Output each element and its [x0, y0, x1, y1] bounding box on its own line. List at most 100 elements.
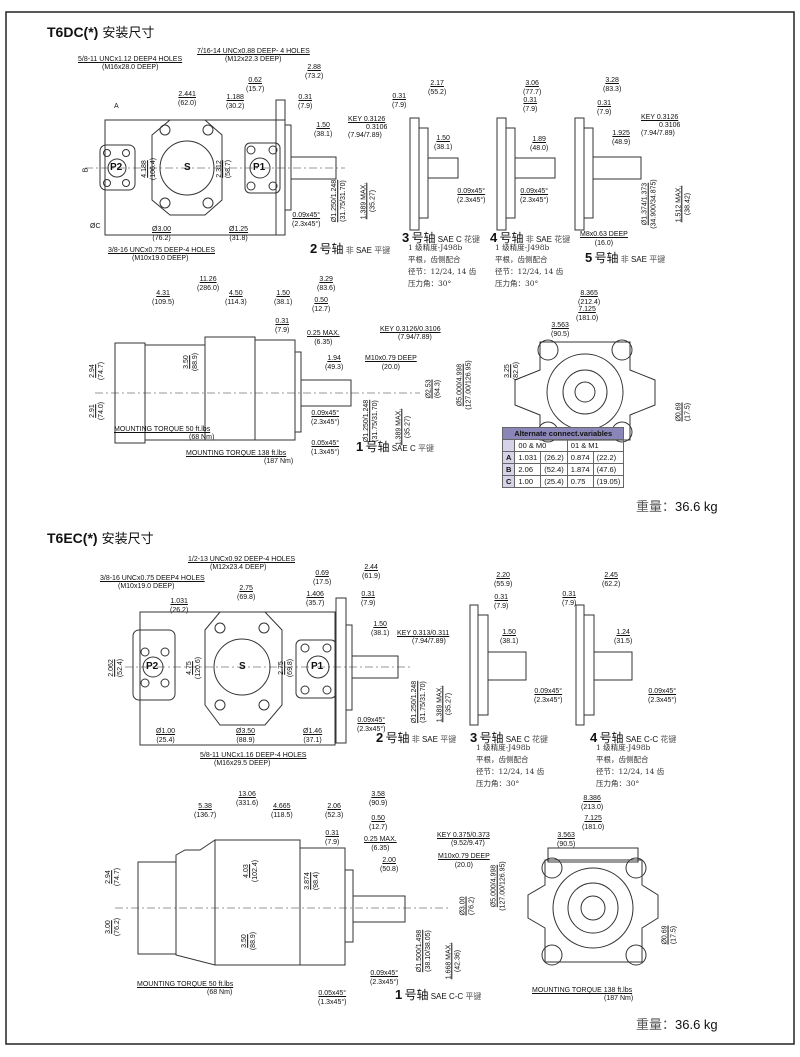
dimension: Ø1.500/1.498(38.10/38.05)	[416, 929, 433, 973]
dimension: 1.389 MAX.(35.27)	[436, 685, 453, 723]
dimension: 2.44(61.9)	[362, 564, 381, 580]
dimension: 0.31(7.9)	[597, 100, 612, 116]
dimension: 4.50(114.3)	[225, 290, 247, 306]
shaft-caption: 3 号轴 SAE C 花键	[402, 230, 480, 245]
t6ec-top-view	[125, 597, 410, 746]
dimension: 0.09x45°(2.3x45°)	[520, 188, 549, 204]
dimension: 2.20(55.9)	[494, 572, 513, 588]
dimension: 2.88(73.2)	[305, 64, 324, 80]
dimension: 7.125(181.0)	[576, 306, 599, 322]
dimension: Ø1.46(37.1)	[303, 728, 323, 744]
dimension: 0.69(17.5)	[313, 570, 332, 586]
dimension: 8.386(213.0)	[581, 795, 604, 811]
dimension: Ø5.000/4.998(127.00/126.95)	[490, 861, 507, 911]
dimension: 2.91(74.0)	[89, 401, 106, 421]
dimension: 0.31(7.9)	[361, 591, 376, 607]
dimension: Ø5.000/4.998(127.00/126.95)	[456, 360, 473, 410]
dimension: 1.188(30.2)	[226, 94, 245, 110]
dimension: Ø3.00(76.2)	[152, 226, 172, 242]
dimension: Ø0.69(17.5)	[661, 925, 678, 945]
section-title-t6dc: T6DC(*)安装尺寸	[47, 22, 154, 41]
dimension: Ø1.250/1.248(31.75/31.70)	[363, 399, 380, 443]
shaft-caption: 2 号轴 非 SAE 平键	[376, 730, 457, 745]
dimension: M8x0.63 DEEP(16.0)	[580, 231, 628, 247]
dimension: 0.50(12.7)	[369, 815, 388, 831]
port-p1: P1	[311, 661, 324, 672]
shaft-caption: 4 号轴 SAE C-C 花键	[590, 730, 677, 745]
dimension: Ø1.250/1.248(31.75/31.70)	[331, 179, 348, 223]
dimension: M10x0.79 DEEP(20.0)	[438, 853, 490, 869]
dimension: 0.31(7.9)	[523, 97, 538, 113]
dimension: 0.50(12.7)	[312, 297, 331, 313]
key-note: KEY 0.375/0.373(9.52/9.47)	[437, 832, 490, 847]
port-p2: P2	[146, 661, 159, 672]
dimension: 4.03(102.4)	[243, 859, 260, 883]
t6dc-side-view	[95, 336, 420, 444]
dimension: 1.50(38.1)	[434, 135, 453, 151]
dimension: 0.09x45°(2.3x45°)	[648, 688, 677, 704]
dimension: 11.26(286.0)	[197, 276, 220, 292]
title-suffix: 安装尺寸	[101, 532, 154, 547]
dimension: 0.25 MAX.(6.35)	[364, 836, 397, 852]
table-title: Alternate connect.variables	[501, 427, 625, 440]
section-title-t6ec: T6EC(*)安装尺寸	[47, 528, 154, 547]
dimension: 0.09x45°(2.3x45°)	[534, 688, 563, 704]
dimension: 2.75(69.8)	[278, 658, 295, 678]
dimension: 1.94(49.3)	[325, 355, 344, 371]
hole-note: 3/8-16 UNCx0.75 DEEP4 HOLES(M10x19.0 DEE…	[100, 575, 205, 590]
hole-note: 3/8-16 UNCx0.75 DEEP-4 HOLES(M10x19.0 DE…	[108, 247, 215, 262]
dimension: 2.312(58.7)	[216, 159, 233, 179]
dimension: 1.50(38.1)	[314, 122, 333, 138]
label-a: A	[114, 103, 119, 110]
dimension: 3.00(76.2)	[105, 917, 122, 937]
hole-note: 7/16-14 UNCx0.88 DEEP- 4 HOLES(M12x22.3 …	[197, 48, 310, 63]
dimension: 2.17(55.2)	[428, 80, 447, 96]
dimension: 0.05x45°(1.3x45°)	[311, 440, 340, 456]
dimension: 0.62(15.7)	[246, 77, 265, 93]
dimension: 2.00(50.8)	[380, 857, 399, 873]
dimension: 0.09x45°(2.3x45°)	[457, 188, 486, 204]
dimension: 2.94(74.7)	[89, 361, 106, 381]
shaft-caption: 1 号轴 SAE C-C 平键	[395, 987, 482, 1002]
shaft-caption: 1 号轴 SAE C 平键	[356, 439, 434, 454]
label-c: ØC	[90, 223, 101, 230]
dimension: 3.28(83.3)	[603, 77, 622, 93]
key-note: KEY 0.313/0.311(7.94/7.89)	[397, 630, 450, 645]
dimension: 1.50(38.1)	[274, 290, 293, 306]
dimension: 13.06(331.6)	[236, 791, 259, 807]
dimension: 2.94(74.7)	[105, 867, 122, 887]
model-code: T6DC(*)	[47, 24, 99, 40]
dimension: 0.05x45°(1.3x45°)	[318, 990, 347, 1006]
dimension: 2.45(62.2)	[602, 572, 621, 588]
port-s: S	[184, 162, 191, 173]
shaft-caption: 3 号轴 SAE C 花键	[470, 730, 548, 745]
dimension: 3.50(88.9)	[241, 931, 258, 951]
dimension: 1.406(35.7)	[306, 591, 325, 607]
dimension: 1.50(38.1)	[500, 629, 519, 645]
hole-note: 5/8-11 UNCx1.16 DEEP-4 HOLES(M16x29.5 DE…	[200, 752, 307, 767]
dimension: 3.563(90.5)	[551, 322, 570, 338]
torque-note: MOUNTING TORQUE 138 ft.lbs(187 Nm)	[532, 987, 634, 1002]
t6ec-front-view	[527, 847, 659, 966]
hole-note: 5/8-11 UNCx1.12 DEEP4 HOLES(M16x28.0 DEE…	[78, 56, 183, 71]
t6ec-shaft-views	[469, 604, 633, 726]
dimension: 2.062(52.4)	[108, 658, 125, 678]
column-header: 00 & M0	[514, 439, 568, 452]
weight: 重量：36.6 kg	[636, 499, 718, 515]
dimension: M10x0.79 DEEP(20.0)	[365, 355, 417, 371]
port-p2: P2	[110, 162, 123, 173]
dimension: 1.50(38.1)	[371, 621, 390, 637]
dimension: 0.31(7.9)	[494, 594, 509, 610]
dimension: 1.668 MAX.(42.36)	[445, 942, 462, 980]
dimension: 4.665(118.5)	[271, 803, 293, 819]
